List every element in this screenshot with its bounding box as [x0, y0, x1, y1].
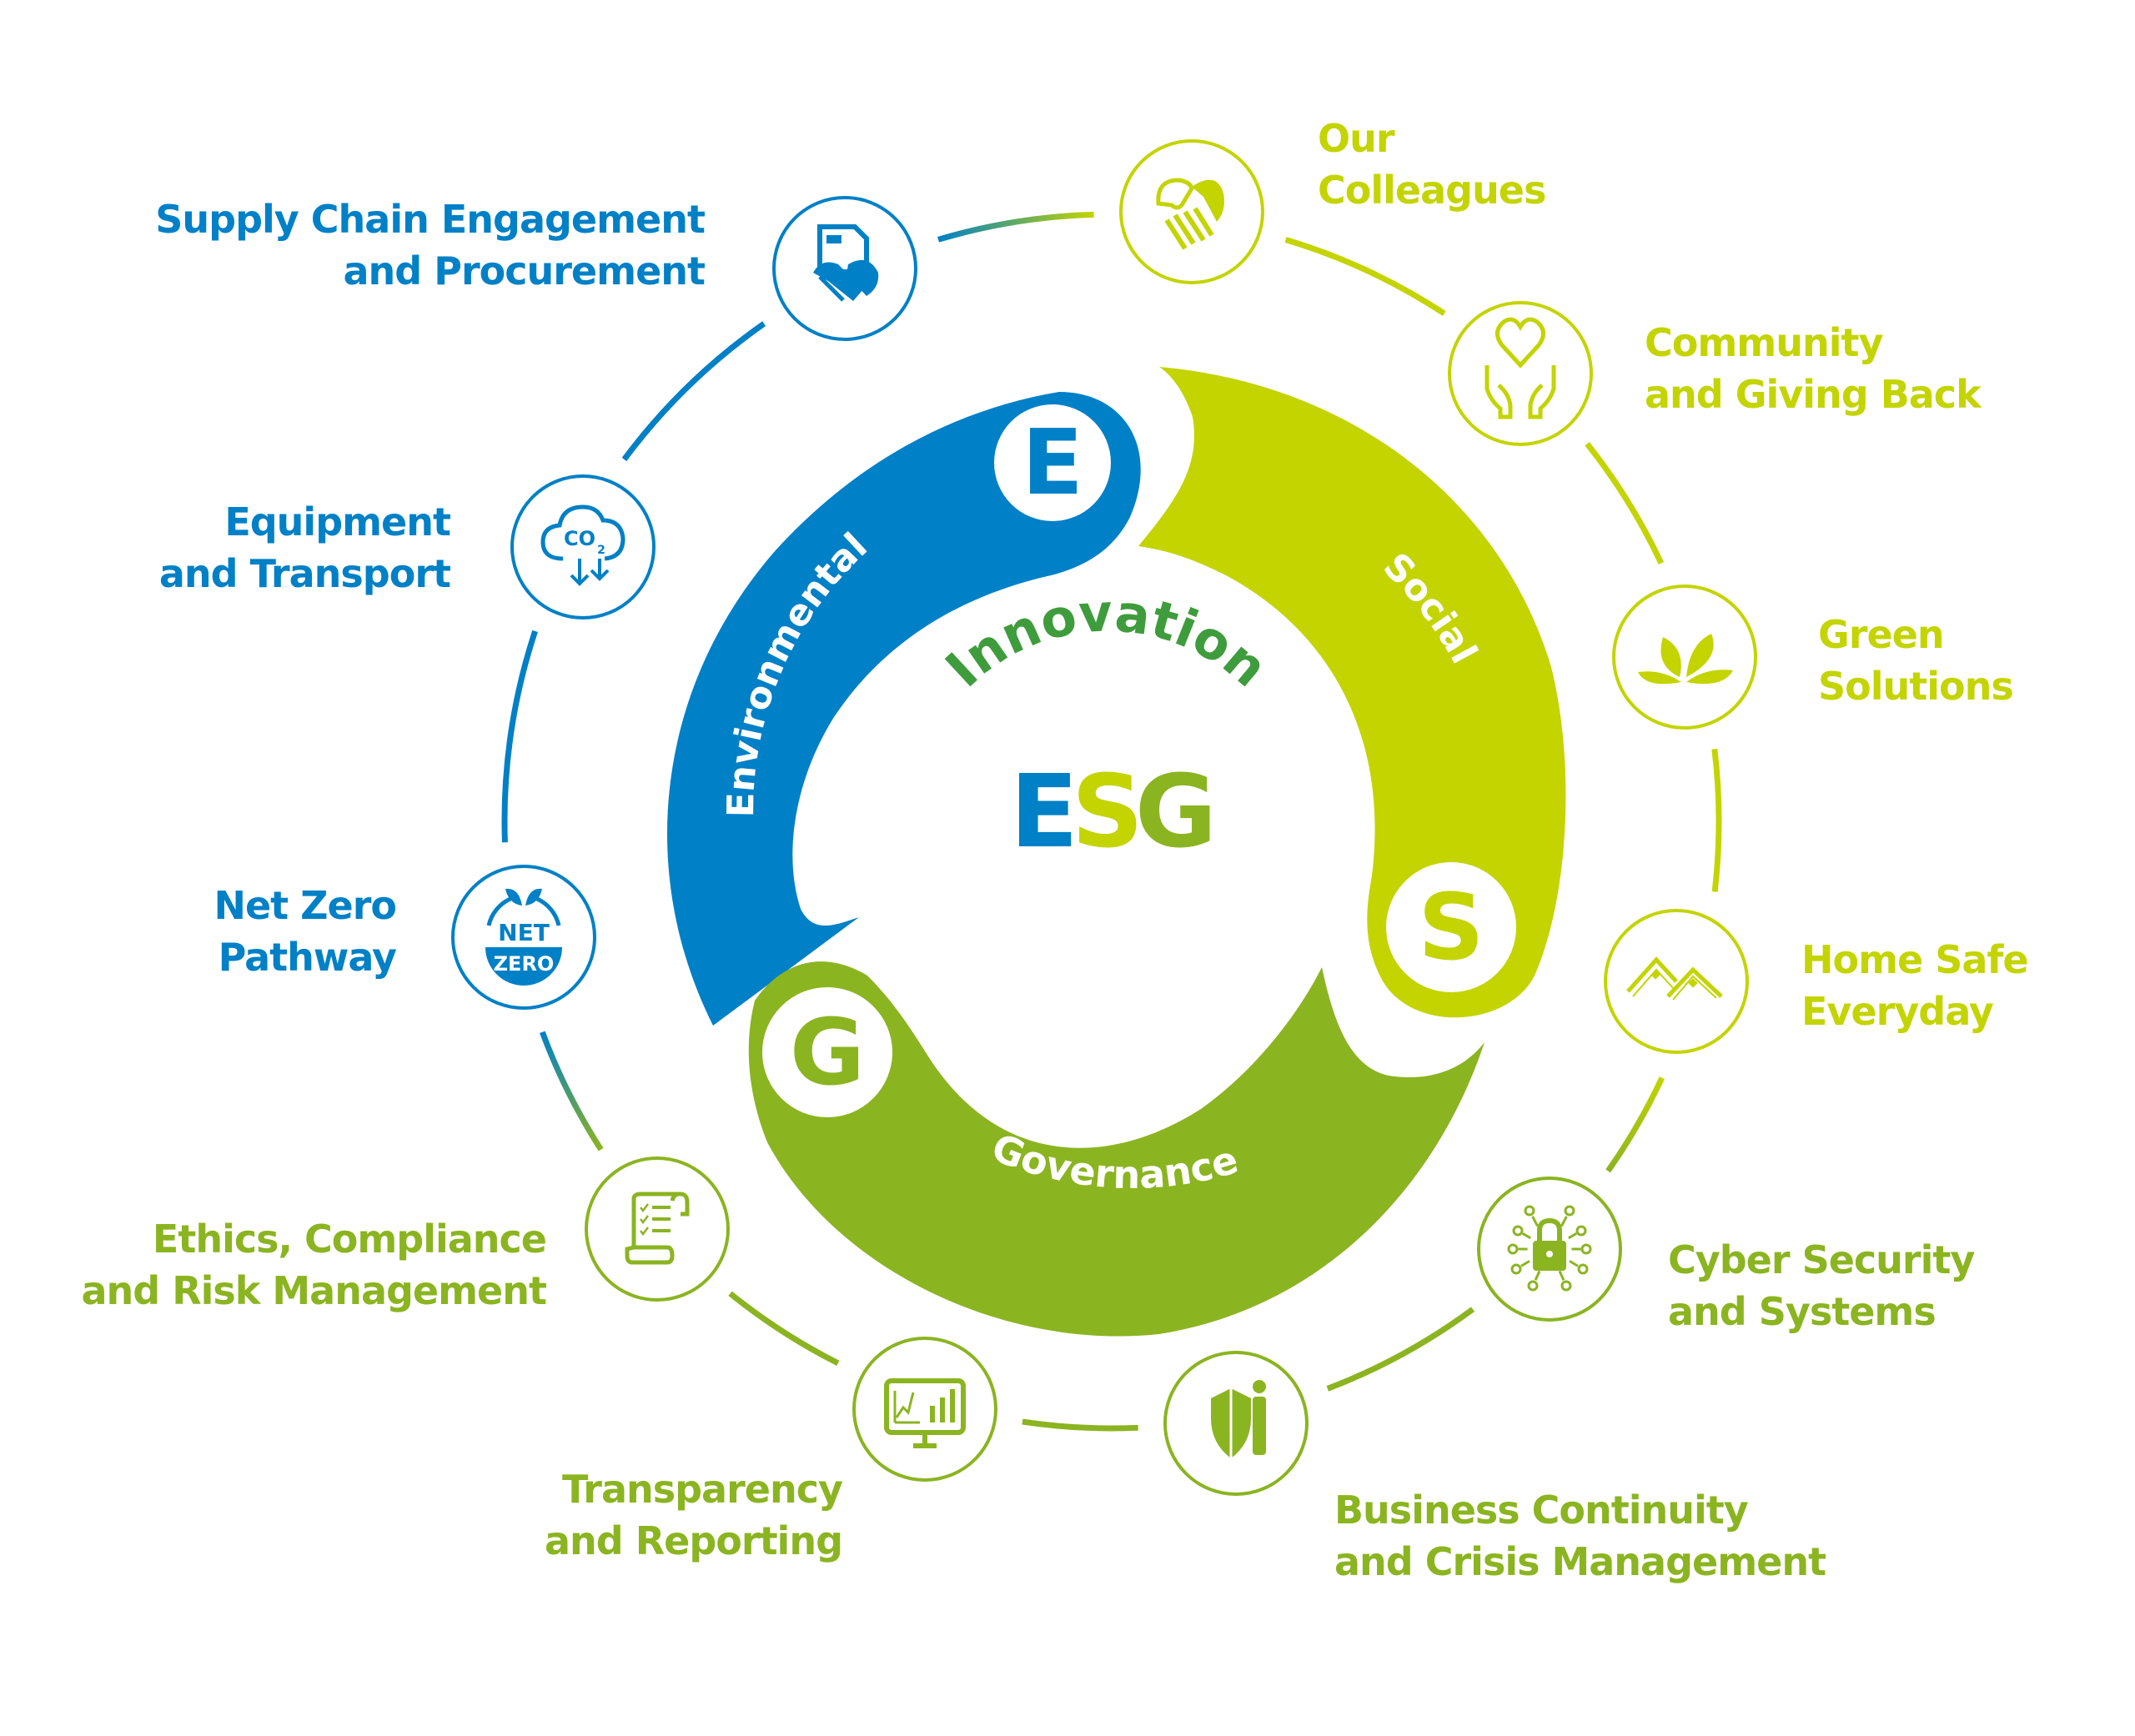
topic-icon-shield-person	[1163, 1351, 1309, 1496]
icon-circle-outline	[451, 865, 596, 1010]
rooftops-icon	[1626, 956, 1723, 1001]
icon-circle-outline	[1119, 139, 1264, 284]
handshake-document-icon	[813, 224, 879, 302]
co2-label: CO	[564, 527, 595, 550]
letter-e: E	[1022, 411, 1083, 515]
center-letter-e: E	[1010, 755, 1078, 871]
center-letter-s: S	[1072, 755, 1143, 871]
icon-circle-outline	[772, 196, 917, 341]
ring-segment-social	[1138, 367, 1566, 1018]
ring-connector	[501, 630, 538, 843]
ring-connector	[1711, 748, 1722, 892]
center-esg-title: E S G	[1010, 755, 1217, 871]
ring-connector	[621, 321, 766, 462]
ring-connector	[728, 1291, 840, 1366]
topic-icon-hands-heart	[1448, 301, 1593, 446]
center-letter-g: G	[1135, 755, 1218, 871]
topic-icon-net-zero-badge: NET ZERO	[451, 865, 596, 1010]
hands-heart-icon	[1484, 317, 1556, 419]
topic-icon-rooftops	[1604, 909, 1749, 1054]
ring-connector	[1585, 442, 1665, 564]
topic-icon-checklist-scroll	[585, 1156, 730, 1302]
icon-circle-outline	[510, 474, 656, 620]
letter-badge-e: E	[994, 404, 1111, 521]
ring-connector	[540, 1031, 604, 1151]
ring-connector	[1605, 1076, 1665, 1173]
outer-ring-connectors	[501, 211, 1722, 1432]
icon-circle-outline	[1612, 585, 1757, 730]
letter-g: G	[790, 999, 865, 1106]
shield-person-icon	[1211, 1380, 1266, 1458]
topic-icon-circuit-lock	[1477, 1177, 1622, 1322]
ring-connector	[1284, 237, 1446, 316]
leaves-icon	[1638, 634, 1733, 685]
ring-segment-governance	[748, 961, 1484, 1337]
letter-badge-g: G	[762, 987, 892, 1117]
letter-s: S	[1418, 874, 1484, 981]
center-innovation-label: Innovation	[934, 582, 1279, 699]
ring-segment-environmental	[666, 392, 1141, 1026]
monitor-chart-icon	[884, 1378, 966, 1448]
topic-icon-handshake-document	[772, 196, 917, 341]
topic-icon-handshake-heart	[1119, 139, 1264, 284]
ring-connector	[1022, 1418, 1138, 1432]
handshake-heart-icon	[1156, 178, 1224, 250]
zero-label: ZERO	[494, 952, 555, 976]
ring-connector	[937, 211, 1094, 243]
circuit-lock-icon	[1507, 1205, 1592, 1292]
icon-circle-outline	[1448, 301, 1593, 446]
checklist-scroll-icon	[625, 1192, 690, 1265]
topic-icon-monitor-chart	[852, 1337, 997, 1482]
ring-connector	[1326, 1307, 1475, 1392]
co2-subscript: 2	[597, 544, 605, 557]
icon-circle-outline	[852, 1337, 997, 1482]
topic-icon-leaves	[1612, 585, 1757, 730]
net-zero-badge-icon: NET ZERO	[485, 888, 562, 986]
letter-badge-s: S	[1386, 862, 1516, 992]
net-label: NET	[498, 919, 550, 946]
